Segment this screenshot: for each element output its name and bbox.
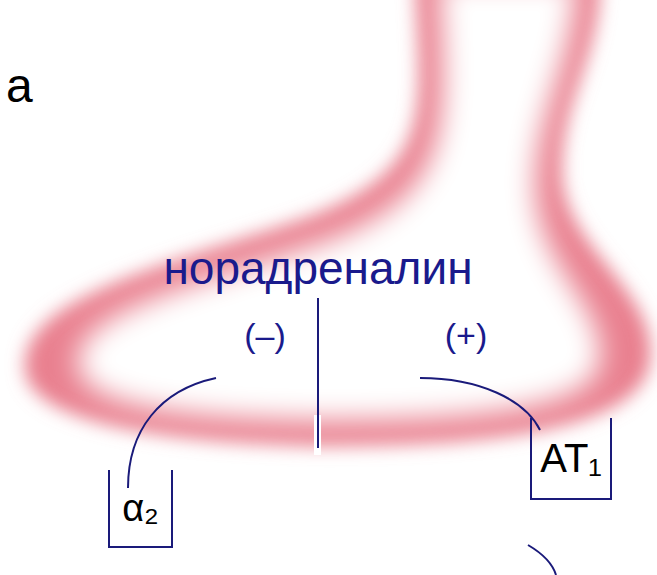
receptor-name: AT₁ — [540, 438, 602, 478]
center-line — [317, 298, 319, 448]
stimulate-arc — [420, 378, 540, 430]
sign-label: (+) — [445, 318, 488, 352]
terminal-inner — [78, 0, 600, 420]
receptor-box: AT₁ — [530, 418, 612, 500]
receptor-name: α₂ — [122, 489, 159, 527]
terminal-outer — [25, 0, 651, 446]
cut-letter: а — [6, 62, 33, 110]
sign-label: (–) — [244, 318, 286, 352]
transmitter-label: норадреналин — [163, 245, 472, 291]
receptor-box: α₂ — [108, 470, 173, 548]
receptor-tail — [528, 545, 556, 575]
